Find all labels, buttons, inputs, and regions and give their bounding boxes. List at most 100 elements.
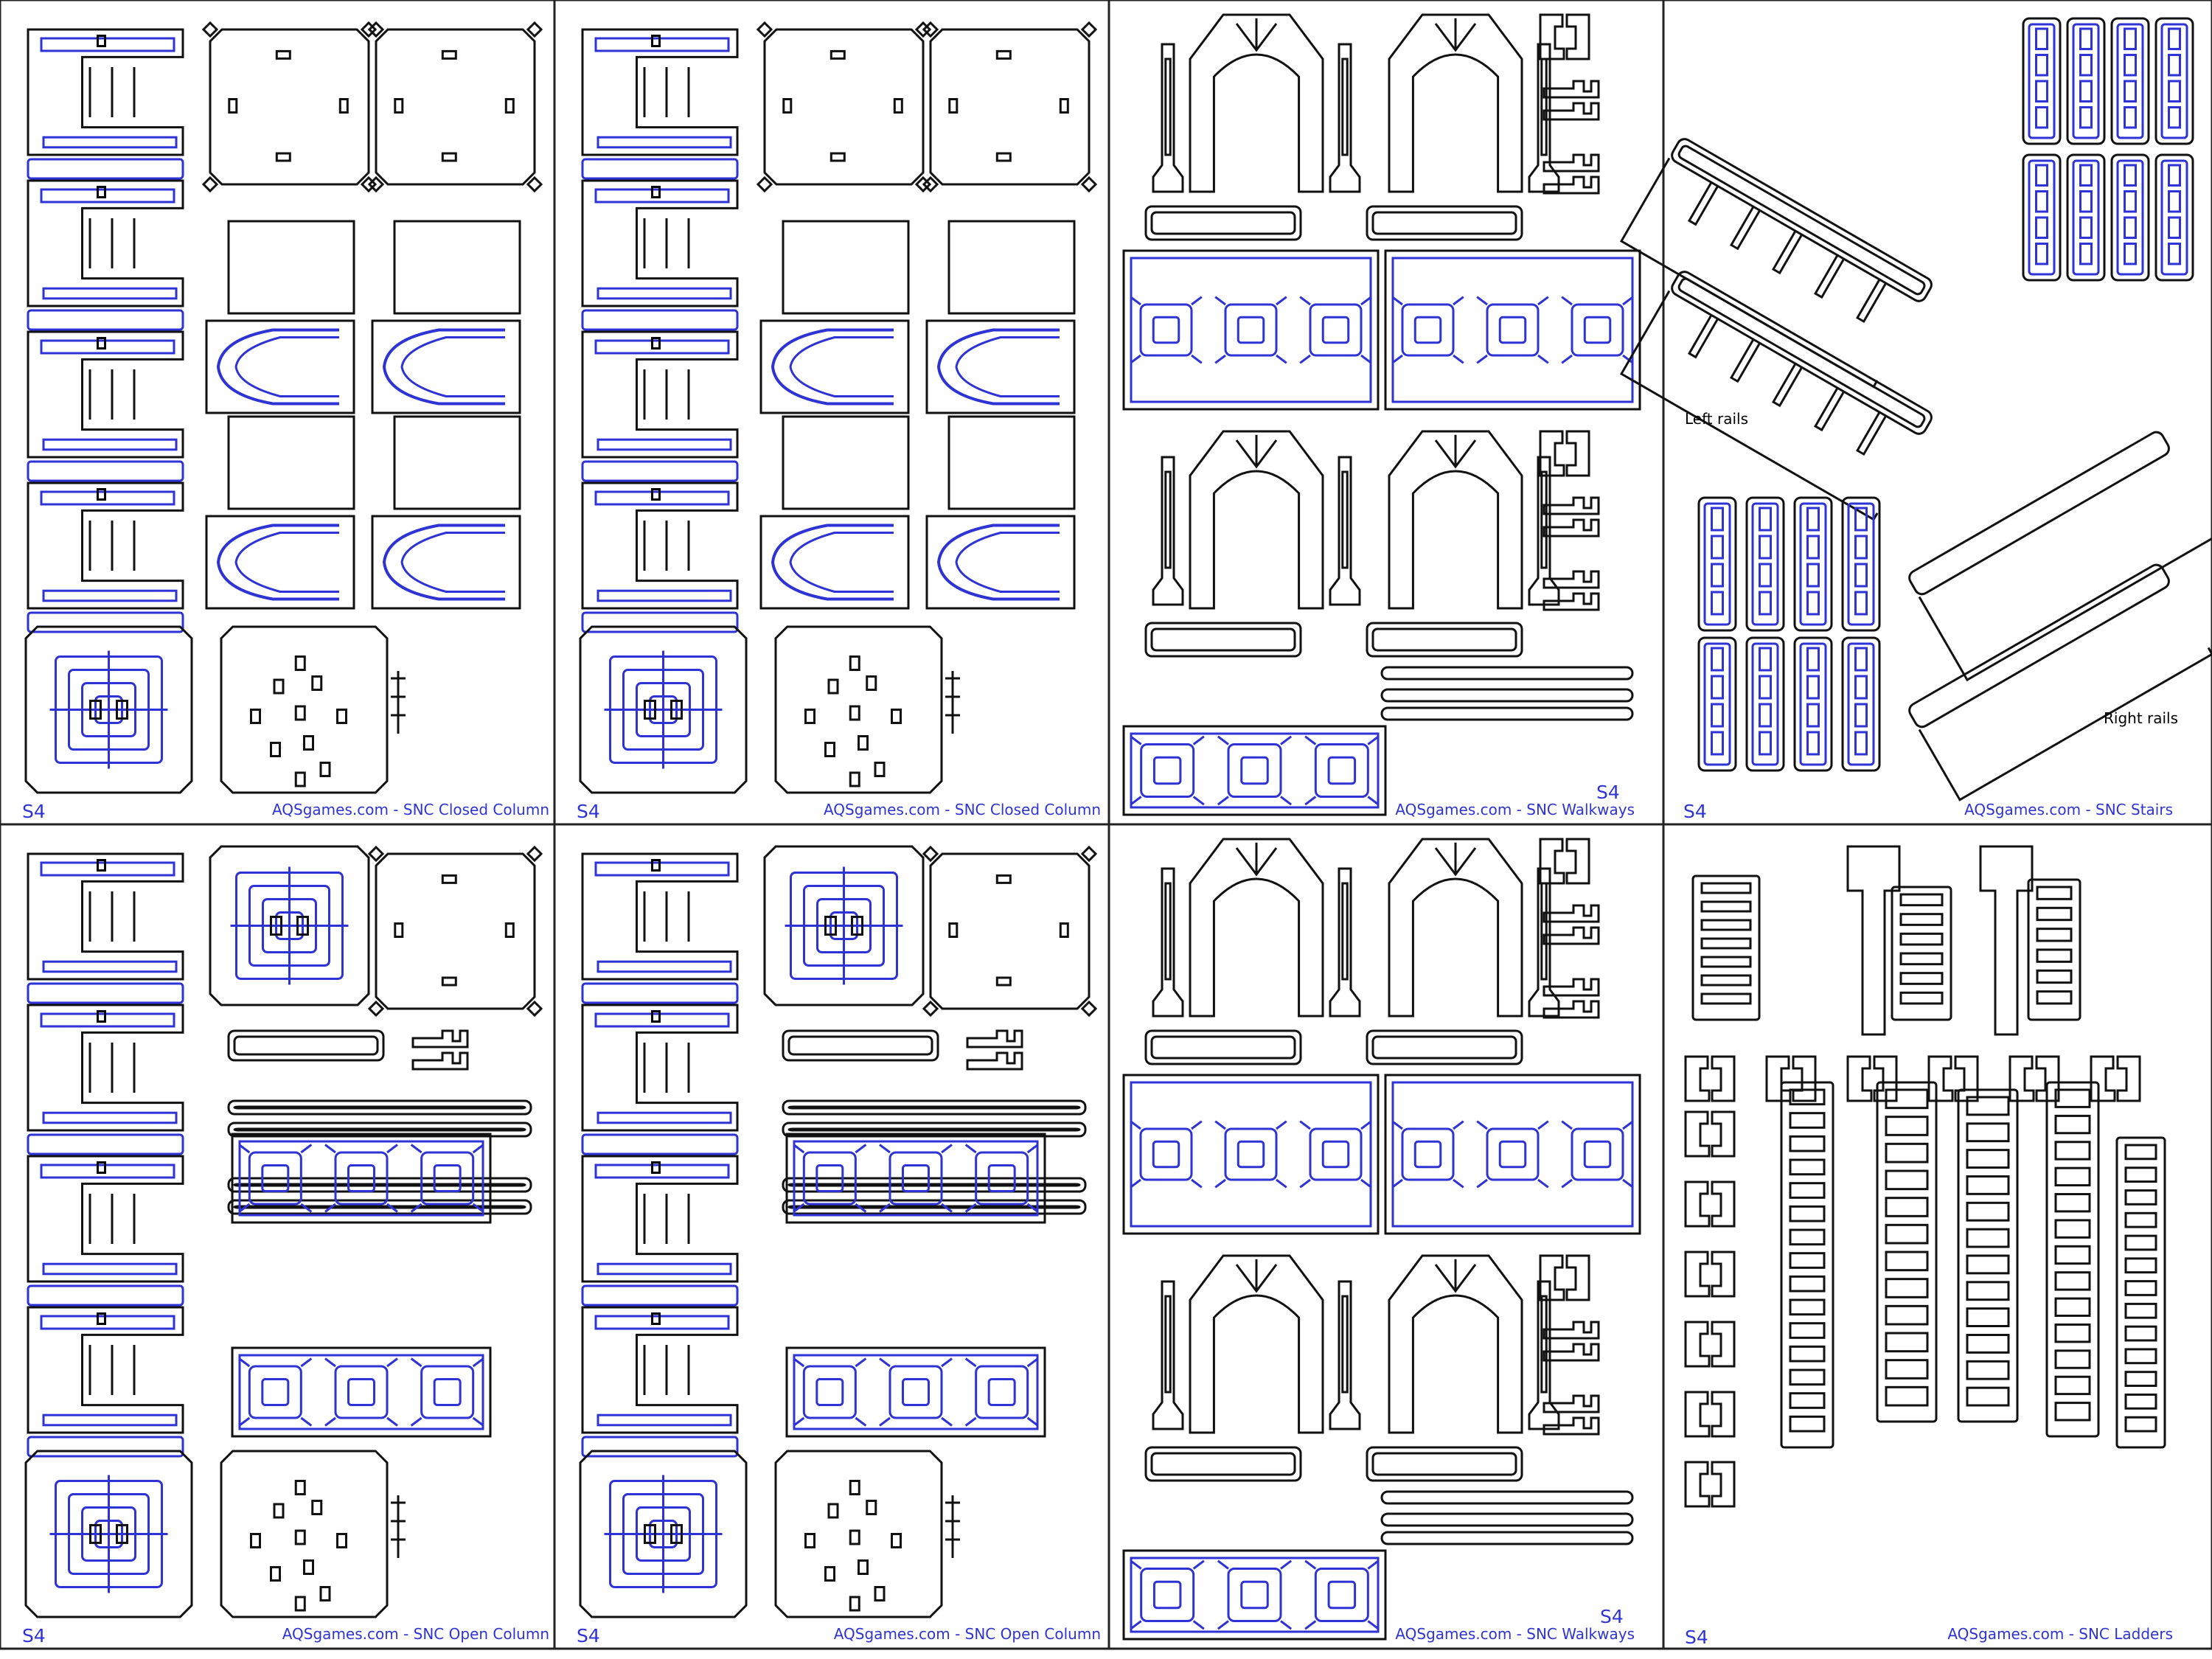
- panel-2-code: S4: [577, 801, 600, 822]
- walk-bar-7-4: [1366, 1446, 1523, 1482]
- plank-7-1: [1380, 1512, 1634, 1527]
- column-strip-1-2: [27, 179, 184, 331]
- top-plate-1-a: [201, 21, 378, 193]
- column-strip-2-1: [581, 28, 739, 180]
- hooks-7-1-1: [1543, 1321, 1600, 1362]
- ladder-clip-side-3: [1684, 1321, 1736, 1368]
- engraved-base-plate-6: [579, 1450, 748, 1618]
- gothic-arch-7-b2: [1388, 1254, 1523, 1434]
- plank-3-0: [1380, 666, 1634, 681]
- panel-7: [1107, 823, 1665, 1650]
- panel-3-code: S4: [1596, 782, 1620, 803]
- tracery-3-2: [1384, 249, 1641, 411]
- panel-4-title: AQSgames.com - SNC Stairs: [1964, 801, 2173, 818]
- hooks-3-0-1: [1543, 80, 1600, 121]
- arch-panel-1-3: [205, 515, 355, 610]
- panel-3-title: AQSgames.com - SNC Walkways: [1395, 801, 1635, 818]
- panel-6-code: S4: [577, 1625, 600, 1646]
- slot-base-plate-1: [220, 625, 389, 794]
- panel-8: [1662, 823, 2212, 1650]
- plank-6-1: [782, 1121, 1087, 1138]
- tracery-7-2: [1384, 1074, 1641, 1235]
- stair-stringer-bottom-0-3: [1841, 496, 1881, 632]
- walk-bar-5: [227, 1029, 385, 1062]
- plank-5-0: [227, 1099, 532, 1116]
- hooks-3-0-2: [1543, 153, 1600, 195]
- panel-5-code: S4: [22, 1625, 46, 1646]
- top-plate-2-a: [756, 21, 932, 193]
- plank-7-2: [1380, 1531, 1634, 1545]
- panel-5: [0, 823, 556, 1650]
- walk-bar-3-4: [1366, 622, 1523, 658]
- column-strip-6-4: [581, 1306, 739, 1458]
- left-rail-2: [1619, 271, 1933, 521]
- arch-panel-1-2: [371, 319, 521, 414]
- stair-stringer-bottom-0-0: [1697, 496, 1737, 632]
- walk-bar-7-1: [1144, 1029, 1302, 1065]
- clip-7-0-1: [1539, 838, 1590, 885]
- ladder-long-2: [1876, 1081, 1938, 1423]
- plank-6-2: [782, 1177, 1087, 1193]
- column-strip-6-3: [581, 1155, 739, 1307]
- stair-stringer-bottom-1-1: [1745, 636, 1785, 772]
- panel-2-title: AQSgames.com - SNC Closed Column: [823, 801, 1101, 818]
- clip-7-1-1: [1539, 1254, 1590, 1301]
- ladder-long-1: [1780, 1081, 1834, 1449]
- pillar-3-2: [1329, 43, 1361, 193]
- column-strip-5-1: [27, 852, 184, 1004]
- stair-stringer-bottom-1-0: [1697, 636, 1737, 772]
- right-rail-2: [1908, 563, 2212, 801]
- engraved-base-plate-1: [24, 625, 193, 794]
- stair-stringer-top-0-2: [2110, 17, 2150, 145]
- ladder-clip-top-2: [1846, 1055, 1898, 1102]
- stair-stringer-bottom-0-1: [1745, 496, 1785, 632]
- plank-5-1: [227, 1121, 532, 1138]
- tracery-5-1: [231, 1133, 492, 1224]
- panel-4: [1619, 0, 2212, 826]
- panel-8-code: S4: [1685, 1627, 1708, 1648]
- engraved-top-plate-6: [763, 845, 925, 1006]
- pillar-3-5: [1329, 456, 1361, 606]
- ladder-clip-side-5: [1684, 1461, 1736, 1508]
- stair-stringer-top-1-3: [2154, 153, 2194, 282]
- plank-7-0: [1380, 1490, 1634, 1505]
- panel-5-title: AQSgames.com - SNC Open Column: [282, 1625, 549, 1643]
- left-rails-note: Left rails: [1685, 410, 1748, 428]
- stair-stringer-top-1-2: [2110, 153, 2150, 282]
- tracery-7-3: [1122, 1549, 1387, 1641]
- stair-stringer-bottom-0-2: [1793, 496, 1833, 632]
- slot-base-plate-5: [220, 1450, 389, 1618]
- column-strip-2-2: [581, 179, 739, 331]
- slot-base-plate-2: [774, 625, 943, 794]
- clip-3-0-1: [1539, 13, 1590, 60]
- walk-bar-3-1: [1144, 205, 1302, 241]
- walk-bar-7-2: [1366, 1029, 1523, 1065]
- hooks-3-1-2: [1543, 570, 1600, 611]
- engraved-base-plate-2: [579, 625, 748, 794]
- panel-1: [0, 0, 556, 826]
- right-rails-note: Right rails: [2104, 709, 2179, 727]
- ladder-top-2: [1891, 886, 1952, 1021]
- stair-stringer-top-0-3: [2154, 17, 2194, 145]
- ladder-long-4: [2045, 1081, 2100, 1438]
- pillar-3-1: [1152, 43, 1184, 193]
- top-plate-2-b: [922, 21, 1098, 193]
- ladder-clip-side-1: [1684, 1180, 1736, 1228]
- column-strip-6-1: [581, 852, 739, 1004]
- ladder-long-3: [1957, 1088, 2019, 1423]
- panel-4-code: S4: [1683, 801, 1707, 822]
- plank-6-3: [782, 1199, 1087, 1215]
- plank-6-0: [782, 1099, 1087, 1116]
- ladder-top-3: [2027, 878, 2081, 1021]
- engraved-top-plate-5: [209, 845, 370, 1006]
- gothic-arch-3-a1: [1189, 13, 1324, 193]
- column-strip-5-4: [27, 1306, 184, 1458]
- pillar-7-4: [1152, 1280, 1184, 1430]
- pillar-7-1: [1152, 867, 1184, 1018]
- panel-1-title: AQSgames.com - SNC Closed Column: [271, 801, 549, 818]
- arch-panel-1-1: [205, 319, 355, 414]
- ladder-long-5: [2115, 1136, 2166, 1449]
- column-strip-1-1: [27, 28, 184, 180]
- arch-panel-1-4: [371, 515, 521, 610]
